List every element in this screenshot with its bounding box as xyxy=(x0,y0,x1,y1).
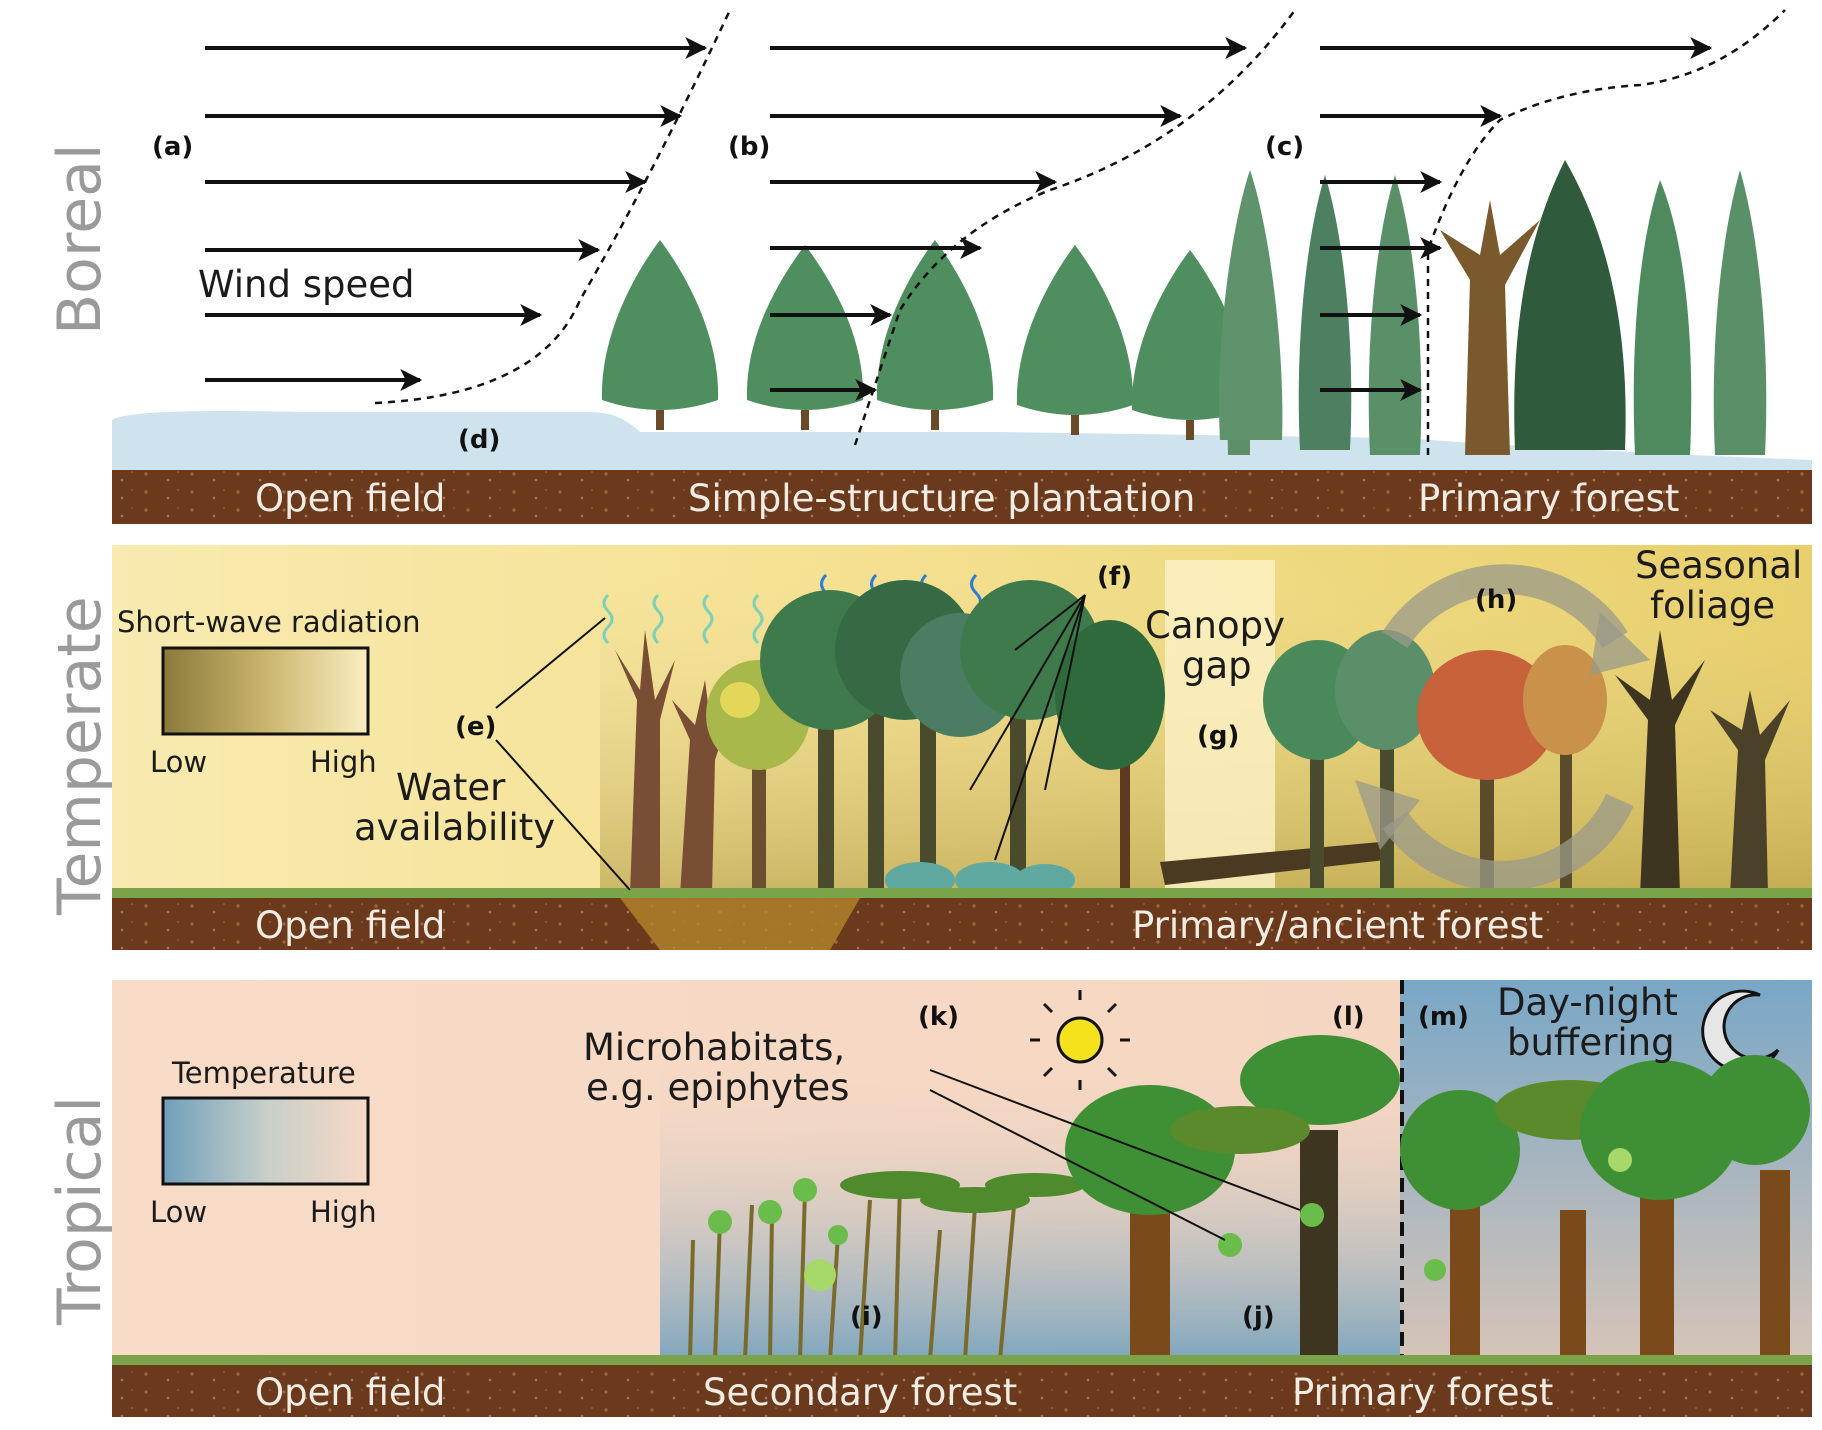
plantation-trees xyxy=(601,240,1249,440)
label-m: (m) xyxy=(1418,1002,1469,1032)
temperature-legend-title: Temperature xyxy=(171,1056,356,1090)
cycle-arrowhead-1 xyxy=(1590,612,1650,675)
soil-temperate xyxy=(112,898,1812,950)
boreal-zone-primary: Primary forest xyxy=(1418,477,1679,520)
secondary-canopies xyxy=(708,1171,1085,1291)
canopy-gap-line2: gap xyxy=(1182,644,1252,687)
label-b: (b) xyxy=(728,132,770,162)
primary-forest-trees xyxy=(1219,160,1767,455)
temperature-legend-low: Low xyxy=(150,1195,207,1229)
wind-profile-plantation xyxy=(853,9,1297,446)
canopy-gap-light xyxy=(1165,560,1275,900)
secondary-forest xyxy=(688,1184,1017,1361)
boreal-zone-plantation: Simple-structure plantation xyxy=(688,477,1195,520)
soil-boreal xyxy=(112,470,1812,524)
sun-icon xyxy=(1030,990,1130,1090)
label-e: (e) xyxy=(455,712,496,742)
canopy-gap-line1: Canopy xyxy=(1145,604,1285,647)
pointer-lines-tropical xyxy=(929,1069,1301,1241)
seasonal-cycle-arrows xyxy=(1382,564,1634,891)
temperate-panel: Short-wave radiation Low High (e) (f) (g… xyxy=(112,544,1812,950)
label-l: (l) xyxy=(1332,1002,1365,1032)
region-label-tropical: Tropical xyxy=(45,1096,115,1326)
grass-strip xyxy=(112,888,1812,898)
radiation-legend-title: Short-wave radiation xyxy=(117,605,420,639)
label-a: (a) xyxy=(152,132,193,162)
temperate-zone-primary: Primary/ancient forest xyxy=(1132,904,1543,947)
day-night-line1: Day-night xyxy=(1497,981,1678,1024)
label-j: (j) xyxy=(1242,1302,1275,1332)
temperature-legend: Temperature Low High xyxy=(150,1056,377,1229)
wind-profile-open-field xyxy=(374,9,732,405)
label-g: (g) xyxy=(1197,721,1239,751)
label-k: (k) xyxy=(918,1002,959,1032)
label-f: (f) xyxy=(1097,562,1132,592)
boreal-zone-open-field: Open field xyxy=(255,477,445,520)
cycle-arrowhead-2 xyxy=(1355,780,1420,850)
seasonal-foliage-line1: Seasonal xyxy=(1635,544,1802,587)
radiation-legend-high: High xyxy=(310,745,377,779)
primary-tropical-trees xyxy=(1065,1035,1810,1360)
temperature-legend-high: High xyxy=(310,1195,377,1229)
microhabitats-line1: Microhabitats, xyxy=(583,1026,845,1069)
label-d: (d) xyxy=(458,425,500,455)
temperate-zone-open-field: Open field xyxy=(255,904,445,947)
day-night-line2: buffering xyxy=(1507,1021,1675,1064)
radiation-legend: Short-wave radiation Low High xyxy=(117,605,420,779)
label-i: (i) xyxy=(850,1302,883,1332)
wind-arrows-primary xyxy=(1320,37,1713,401)
snow-layer xyxy=(112,411,1812,478)
region-label-boreal: Boreal xyxy=(45,143,115,335)
water-availability-line2: availability xyxy=(354,806,555,849)
tropical-zone-open-field: Open field xyxy=(255,1371,445,1414)
tropical-panel: Temperature Low High (k) (l) (m) (i) (j)… xyxy=(112,980,1812,1417)
seasonal-forest xyxy=(1263,630,1790,895)
pointer-lines-temperate xyxy=(495,594,1086,891)
wind-speed-label: Wind speed xyxy=(198,263,415,306)
wind-arrows-plantation xyxy=(770,37,1248,401)
microhabitats-line2: e.g. epiphytes xyxy=(586,1066,849,1109)
water-availability-line1: Water xyxy=(396,766,506,809)
region-label-temperate: Temperate xyxy=(45,596,115,916)
label-h: (h) xyxy=(1475,585,1517,615)
soil-tropical xyxy=(112,1365,1812,1417)
dry-soil-patch xyxy=(620,898,860,950)
tropical-grass xyxy=(112,1355,1812,1365)
seasonal-foliage-line2: foliage xyxy=(1650,584,1775,627)
broadleaf-canopy xyxy=(760,580,1165,898)
fallen-log xyxy=(1160,842,1385,885)
evaporation-lines-open xyxy=(602,593,764,645)
wind-arrows-open-field xyxy=(205,37,708,391)
boreal-panel: (a) (b) (c) (d) Wind speed Open field Si… xyxy=(112,9,1812,524)
label-c: (c) xyxy=(1265,132,1304,162)
radiation-legend-low: Low xyxy=(150,745,207,779)
tropical-zone-secondary: Secondary forest xyxy=(703,1371,1017,1414)
tropical-zone-primary: Primary forest xyxy=(1292,1371,1553,1414)
